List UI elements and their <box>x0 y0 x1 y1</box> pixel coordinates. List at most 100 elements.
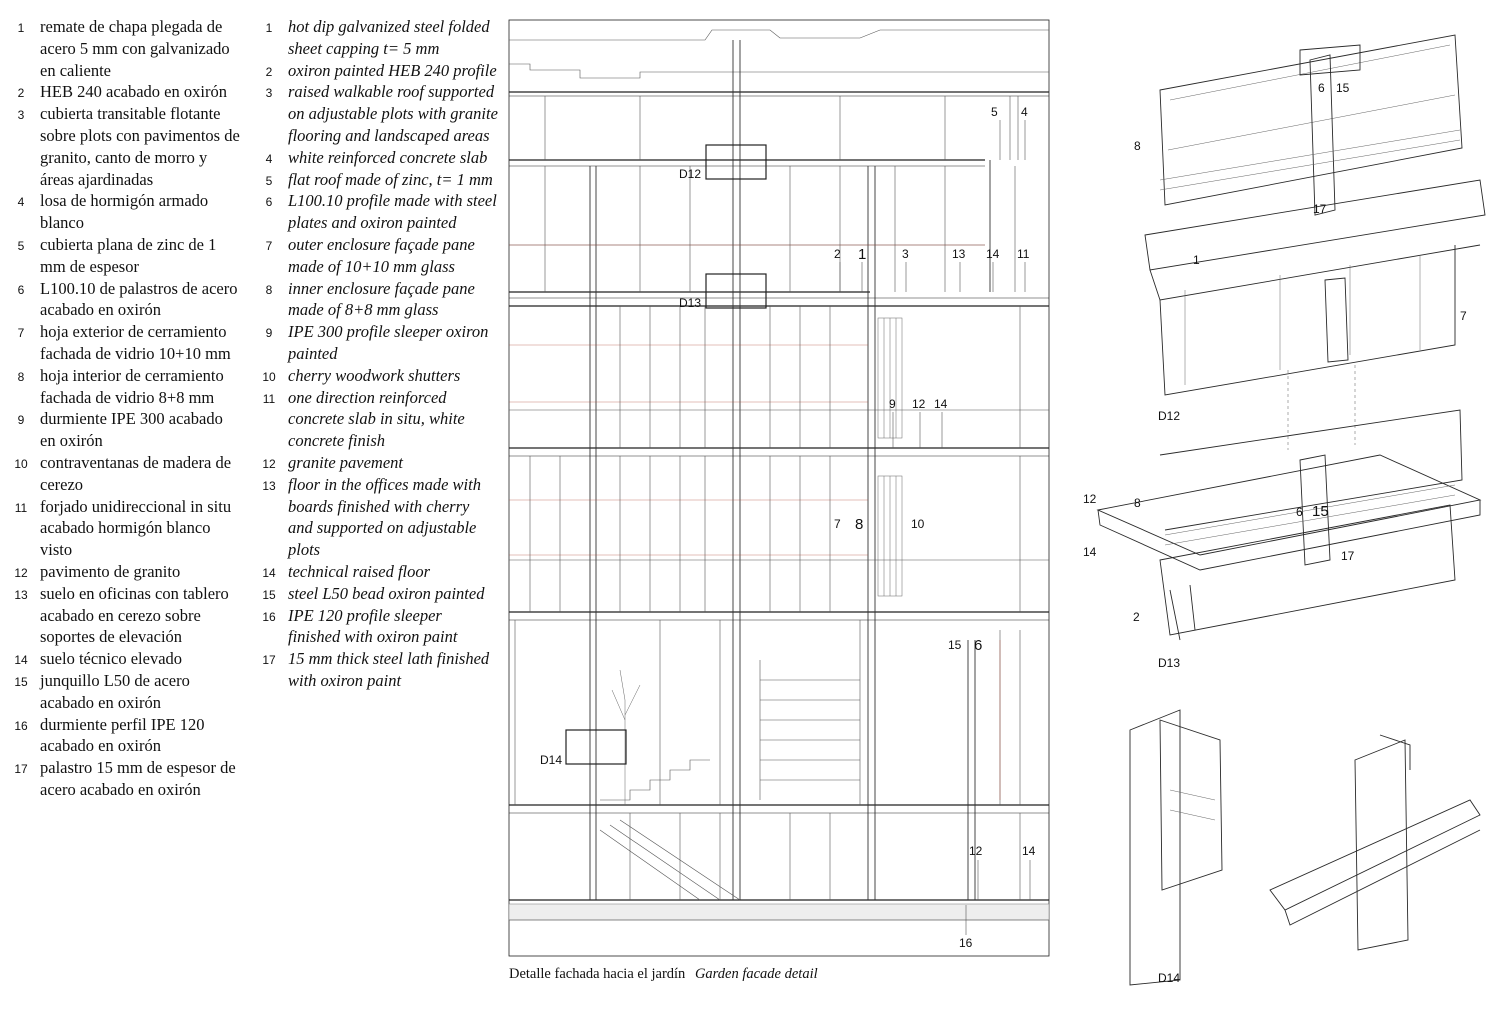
axo-d13-label-15: 15 <box>1312 503 1329 520</box>
legend-en-item-text: hot dip galvanized steel folded sheet ca… <box>288 17 490 58</box>
legend-en-item-number: 13 <box>262 478 276 493</box>
legend-en-item-text: raised walkable roof supported on adjust… <box>288 82 498 145</box>
legend-en-item-number: 14 <box>262 565 276 580</box>
legend-es-item-number: 17 <box>14 762 28 777</box>
legend-en-item-number: 2 <box>265 64 273 79</box>
legend-en-item-number: 12 <box>262 456 276 471</box>
legend-en-item-number: 1 <box>265 21 273 35</box>
legend-en-item: 1 hot dip galvanized steel folded sheet c… <box>258 16 498 60</box>
detail-box-d14 <box>565 729 627 765</box>
legend-es-item-text: pavimento de granito <box>40 561 181 581</box>
callout-6: 6 <box>974 637 982 654</box>
legend-en-item-text: oxiron painted HEB 240 profile <box>288 60 497 80</box>
legend-en-item-text: granite pavement <box>288 452 404 472</box>
axonometric-d13: 12 8 14 6 15 17 2 D13 <box>1083 409 1482 670</box>
legend-es-item-number: 12 <box>14 565 28 580</box>
legend-es-item-text: hoja exterior de cerramiento fachada de … <box>40 322 231 363</box>
callout-15: 15 <box>948 638 962 652</box>
legend-es-item-number: 2 <box>17 86 25 101</box>
callout-9: 9 <box>889 397 896 411</box>
legend-es-item: 6 L100.10 de palastros de acero acabado e… <box>10 278 240 322</box>
legend-es-item-text: palastro 15 mm de espesor de acero acaba… <box>40 758 236 799</box>
legend-es-item-text: forjado unidireccional in situ acabado h… <box>40 496 232 560</box>
legend-en-item-text: IPE 300 profile sleeper oxiron painted <box>288 322 489 363</box>
legend-en-item-text: steel L50 bead oxiron painted <box>288 583 485 603</box>
axo-d14-title: D14 <box>1158 971 1180 985</box>
legend-es-item-number: 13 <box>14 587 28 602</box>
callout-14c: 14 <box>1022 844 1036 858</box>
legend-en-item-number: 16 <box>262 609 276 624</box>
legend-es-item-text: hoja interior de cerramiento fachada de … <box>40 365 224 407</box>
facade-section-drawing: D12 D13 D14 5 4 2 1 3 13 14 11 9 12 14 7… <box>508 19 1050 957</box>
legend-en-item-number: 7 <box>265 238 273 253</box>
callout-3: 3 <box>902 247 909 261</box>
legend-es-item-number: 6 <box>17 282 25 297</box>
legend-en-item-number: 11 <box>262 391 276 406</box>
legend-es-item-text: cubierta plana de zinc de 1 mm de espeso… <box>40 234 217 276</box>
caption-spanish: Detalle fachada hacia el jardín <box>509 966 686 982</box>
legend-en-item-number: 6 <box>265 195 273 210</box>
callout-14: 14 <box>986 247 1000 261</box>
axo-d12-title: D12 <box>1158 409 1180 423</box>
legend-es-item: 13 suelo en oficinas con tablero acabado … <box>10 583 240 648</box>
legend-en-item-number: 3 <box>265 86 273 101</box>
callout-4: 4 <box>1021 105 1028 119</box>
detail-box-d12 <box>705 144 767 180</box>
legend-en-item-number: 17 <box>262 653 276 668</box>
legend-en-item-number: 9 <box>265 326 273 341</box>
axo-d13-label-17: 17 <box>1341 549 1355 563</box>
axo-d13-title: D13 <box>1158 656 1180 670</box>
legend-es-item-number: 9 <box>17 413 25 428</box>
callout-10: 10 <box>911 517 925 531</box>
legend-en-item-text: cherry woodwork shutters <box>288 365 461 385</box>
caption-english: Garden facade detail <box>694 966 818 982</box>
callout-16: 16 <box>959 936 973 950</box>
callout-2: 2 <box>834 247 841 261</box>
detail-box-d13 <box>705 273 767 309</box>
section-label-d13: D13 <box>679 296 701 310</box>
legend-es-item: 11 forjado unidireccional in situ acabado… <box>10 496 240 561</box>
legend-en-item: 12 granite pavement <box>258 452 498 474</box>
legend-es-item-number: 11 <box>14 500 28 515</box>
legend-es-item-number: 15 <box>14 674 28 689</box>
legend-es-item-text: durmiente perfil IPE 120 acabado en oxir… <box>40 714 205 756</box>
callout-11: 11 <box>1017 247 1030 261</box>
legend-english: 1 hot dip galvanized steel folded sheet c… <box>258 16 498 692</box>
legend-es-item-number: 14 <box>14 653 28 668</box>
callout-8: 8 <box>855 516 863 533</box>
section-label-d12: D12 <box>679 167 701 181</box>
legend-es-item-text: remate de chapa plegada de acero 5 mm co… <box>40 17 230 80</box>
legend-es-item-number: 4 <box>17 195 25 210</box>
axo-d13-label-6: 6 <box>1296 505 1303 519</box>
legend-en-item-text: IPE 120 profile sleeper finished with ox… <box>288 605 458 647</box>
axo-d13-label-8: 8 <box>1134 496 1141 510</box>
legend-es-item-text: losa de hormigón armado blanco <box>40 191 209 233</box>
legend-es-item-text: L100.10 de palastros de acero acabado en… <box>40 278 238 320</box>
legend-en-item-text: inner enclosure façade pane made of 8+8 … <box>288 278 475 320</box>
section-label-d14: D14 <box>540 753 562 767</box>
legend-es-item-text: suelo en oficinas con tablero acabado en… <box>40 583 229 647</box>
legend-es-item-number: 3 <box>17 108 25 123</box>
callout-14b: 14 <box>934 397 948 411</box>
legend-en-item-text: flat roof made of zinc, t= 1 mm <box>288 169 493 189</box>
legend-en-item: 9 IPE 300 profile sleeper oxiron painted <box>258 321 498 365</box>
legend-en-item-number: 8 <box>265 282 273 297</box>
